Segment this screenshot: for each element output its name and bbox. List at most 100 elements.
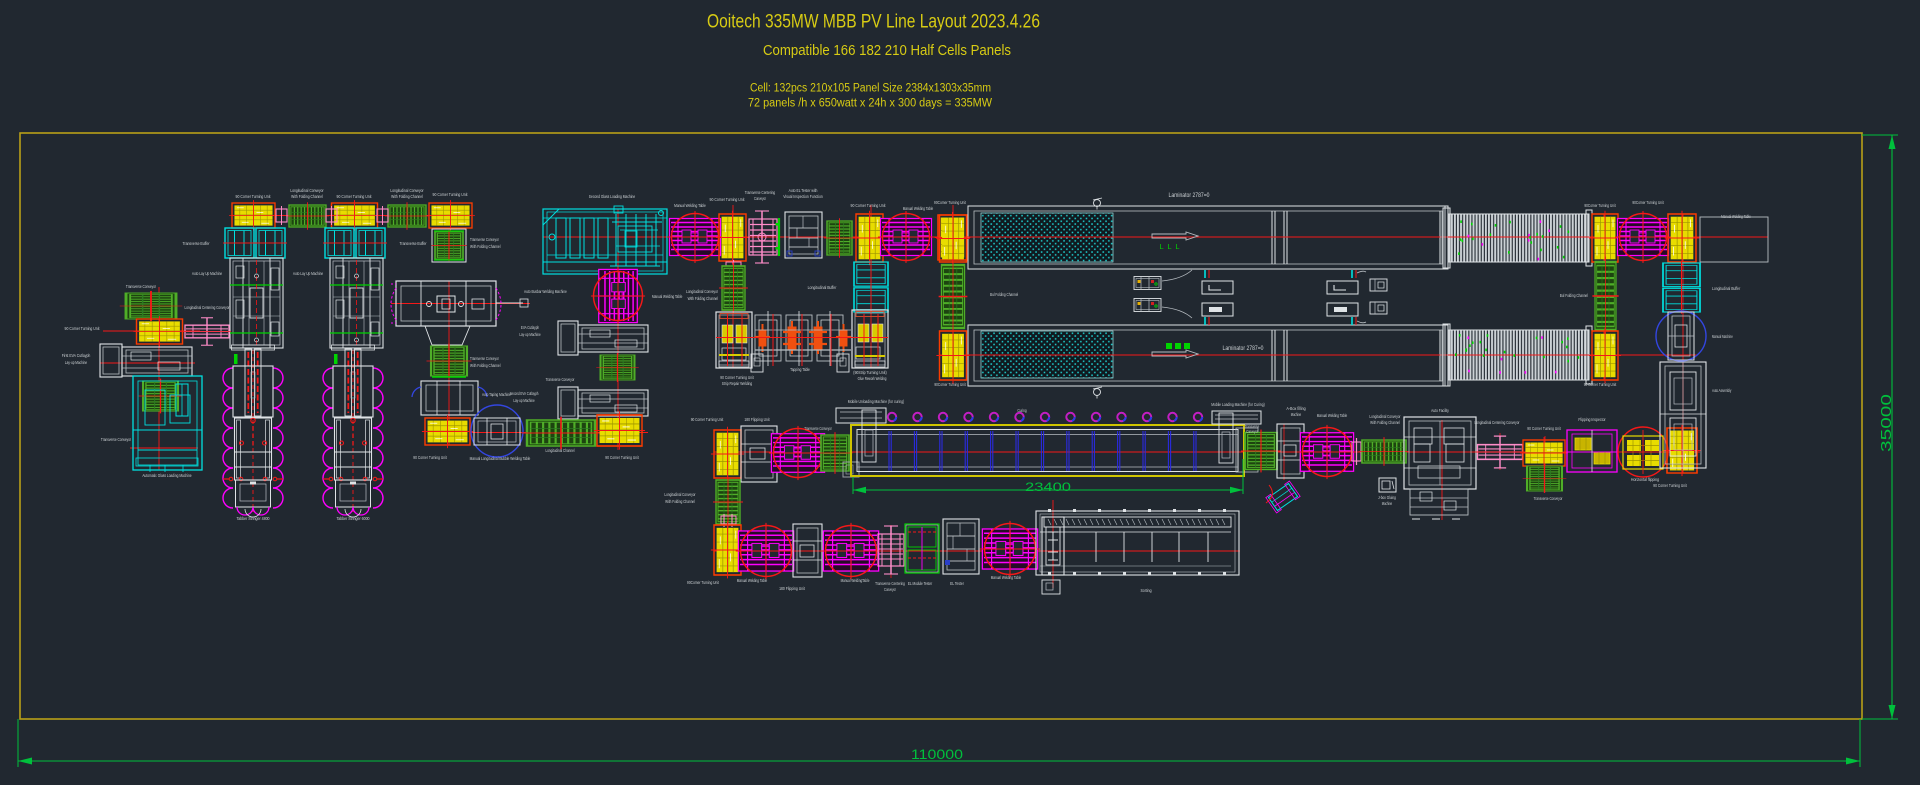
svg-text:Sorting: Sorting xyxy=(1140,588,1151,593)
svg-text:90 Corner Turning Unit: 90 Corner Turning Unit xyxy=(413,455,447,460)
svg-text:Second EVA Cutlayph: Second EVA Cutlayph xyxy=(510,391,539,396)
svg-text:90Corner Turning Unit: 90Corner Turning Unit xyxy=(1584,203,1616,208)
svg-text:Mobile Loading Machine (for C: Mobile Loading Machine (for Curing) xyxy=(1211,402,1265,407)
svg-text:Visual Inspection Function: Visual Inspection Function xyxy=(783,194,823,199)
svg-text:With Folding Channel: With Folding Channel xyxy=(688,296,718,301)
svg-text:90 Corner Turning Unit: 90 Corner Turning Unit xyxy=(605,455,639,460)
svg-text:With Folding Channel: With Folding Channel xyxy=(391,194,423,199)
svg-text:35000: 35000 xyxy=(1879,394,1895,452)
svg-text:Conveyor: Conveyor xyxy=(1246,429,1258,434)
svg-text:L L L: L L L xyxy=(1159,242,1180,251)
svg-text:72 panels /h x 650watt x: 72 panels /h x 650watt x 24h x 300 days … xyxy=(748,98,992,110)
svg-text:90Corner Turning Unit: 90Corner Turning Unit xyxy=(687,580,719,585)
svg-text:Manual Welding Table: Manual Welding Table xyxy=(903,206,934,211)
svg-text:Strip Repair Welding: Strip Repair Welding xyxy=(722,381,753,386)
svg-text:Auto Busbar Welding Machine: Auto Busbar Welding Machine xyxy=(524,289,567,294)
svg-text:Longitudinal Buffer: Longitudinal Buffer xyxy=(1712,286,1741,291)
svg-text:Tabber Stringer 6000: Tabber Stringer 6000 xyxy=(336,516,369,522)
svg-text:Transverse Conveyor: Transverse Conveyor xyxy=(470,237,499,242)
svg-text:Longitudinal Conveyor: Longitudinal Conveyor xyxy=(664,492,696,497)
svg-text:Conveyor: Conveyor xyxy=(754,196,766,201)
svg-text:With Folding Channel: With Folding Channel xyxy=(291,194,323,199)
svg-text:Manual Welding Table: Manual Welding Table xyxy=(737,578,768,583)
svg-text:EL Tester: EL Tester xyxy=(950,581,964,586)
svg-text:Glue Rework Welding: Glue Rework Welding xyxy=(858,376,887,381)
svg-text:Auto Taping Machine: Auto Taping Machine xyxy=(482,392,511,397)
svg-text:Longitudinal Centering Conveyo: Longitudinal Centering Conveyor xyxy=(1475,420,1520,425)
svg-text:Auto Facility: Auto Facility xyxy=(1431,408,1449,413)
svg-text:Mobile Unloading Machine (for: Mobile Unloading Machine (for curing) xyxy=(848,399,905,404)
svg-text:Transverse Conveyor: Transverse Conveyor xyxy=(804,426,832,431)
svg-text:Conveyor: Conveyor xyxy=(884,587,896,592)
svg-text:Auto Assembly: Auto Assembly xyxy=(1712,388,1732,393)
svg-text:90 Corner Turning Unit: 90 Corner Turning Unit xyxy=(236,194,271,199)
svg-text:Manual Welding Table: Manual Welding Table xyxy=(674,203,706,208)
svg-text:Tapping Table: Tapping Table xyxy=(790,367,810,372)
svg-text:Transverse Buffer: Transverse Buffer xyxy=(183,241,210,246)
svg-text:Machine: Machine xyxy=(1291,412,1302,417)
svg-text:Lay-up Machine: Lay-up Machine xyxy=(519,332,541,337)
svg-text:Laminator 2787=0: Laminator 2787=0 xyxy=(1169,193,1211,199)
svg-text:Longitudinal Channel: Longitudinal Channel xyxy=(546,448,575,453)
svg-text:90 Corner Turning Unit: 90 Corner Turning Unit xyxy=(65,326,100,331)
svg-text:Transverse Conveyor: Transverse Conveyor xyxy=(546,377,575,382)
svg-text:Tabber Stringer 4800: Tabber Stringer 4800 xyxy=(236,516,269,522)
svg-text:Transverse Centering: Transverse Centering xyxy=(745,190,776,195)
svg-text:90 Corner Turning Unit: 90 Corner Turning Unit xyxy=(851,203,886,208)
svg-text:EVA Cutlayph: EVA Cutlayph xyxy=(521,325,540,330)
svg-text:Transverse Buffer: Transverse Buffer xyxy=(400,241,427,246)
svg-text:Transverse Centering: Transverse Centering xyxy=(875,581,905,586)
svg-text:With Folding Channel: With Folding Channel xyxy=(665,499,695,504)
svg-text:90 Corner Turning Unit: 90 Corner Turning Unit xyxy=(1653,483,1687,488)
svg-text:Longitudinal Conveyor: Longitudinal Conveyor xyxy=(1369,414,1401,419)
svg-text:90 Corner Turning Unit: 90 Corner Turning Unit xyxy=(691,417,724,422)
svg-text:Second Glass Loading Machine: Second Glass Loading Machine xyxy=(589,194,636,200)
svg-text:Longitudinal Conveyor: Longitudinal Conveyor xyxy=(290,188,324,193)
svg-text:90 Corner Turning Unit: 90 Corner Turning Unit xyxy=(1584,382,1617,387)
svg-text:With Folding Channel: With Folding Channel xyxy=(470,244,500,249)
svg-text:First EVA Cutlayph: First EVA Cutlayph xyxy=(62,353,91,358)
svg-text:(90Strip Turning Unit): (90Strip Turning Unit) xyxy=(853,370,887,375)
svg-text:Bul Folding Channel: Bul Folding Channel xyxy=(1560,293,1588,298)
svg-text:90Corner Turning Unit: 90Corner Turning Unit xyxy=(934,200,966,205)
svg-text:Transverse Conveyor: Transverse Conveyor xyxy=(101,437,132,442)
svg-text:Manual Welding Table: Manual Welding Table xyxy=(991,575,1022,580)
svg-text:Transverse Conveyor: Transverse Conveyor xyxy=(126,284,157,289)
svg-text:Auto Lay Up Machine: Auto Lay Up Machine xyxy=(293,271,324,276)
svg-text:A-Box filling: A-Box filling xyxy=(1286,406,1306,411)
svg-text:Horizontal flipping: Horizontal flipping xyxy=(1631,477,1660,482)
svg-text:With Folding Channel: With Folding Channel xyxy=(470,363,500,368)
svg-text:J-box Gluing: J-box Gluing xyxy=(1378,495,1396,500)
svg-text:23400: 23400 xyxy=(1025,480,1071,494)
svg-text:Longitudinal Buffer: Longitudinal Buffer xyxy=(808,285,837,290)
svg-text:Ooitech 335MW MBB PV Line: Ooitech 335MW MBB PV Line Layout 2023.4.… xyxy=(707,12,1040,33)
svg-text:Longitudinal Centering Conveyo: Longitudinal Centering Conveyor xyxy=(185,305,230,310)
svg-text:Manual Machine: Manual Machine xyxy=(1712,334,1733,339)
svg-text:Machine: Machine xyxy=(1382,501,1393,506)
svg-text:With Folding Channel: With Folding Channel xyxy=(1370,420,1400,425)
svg-text:90 Corner Turning Unit: 90 Corner Turning Unit xyxy=(433,192,468,197)
svg-text:EL Module Tester: EL Module Tester xyxy=(908,581,933,586)
svg-text:180 Flipping Unit: 180 Flipping Unit xyxy=(744,417,770,422)
svg-text:Auto Lay Up Machine: Auto Lay Up Machine xyxy=(192,271,223,276)
svg-text:Manual Welding Table: Manual Welding Table xyxy=(1317,413,1348,418)
svg-text:90 Corner Turning Unit: 90 Corner Turning Unit xyxy=(710,197,745,202)
svg-text:Manual Welding Table: Manual Welding Table xyxy=(1721,214,1751,219)
svg-text:Manual Welding Table: Manual Welding Table xyxy=(652,294,683,299)
svg-text:Transverse Conveyor: Transverse Conveyor xyxy=(470,356,499,361)
svg-text:Laminator 2787=0: Laminator 2787=0 xyxy=(1223,346,1265,352)
svg-text:Automatic Glass Loading Machin: Automatic Glass Loading Machine xyxy=(142,473,192,478)
svg-text:90 Corner Turning Unit: 90 Corner Turning Unit xyxy=(1527,426,1561,431)
svg-text:90 Corner Turning Unit: 90 Corner Turning Unit xyxy=(337,194,372,199)
svg-text:Manual Longitudinal Bubble Wel: Manual Longitudinal Bubble Welding Table xyxy=(470,456,531,461)
svg-text:Transverse: Transverse xyxy=(1245,424,1260,429)
svg-text:Lay-up Machine: Lay-up Machine xyxy=(513,398,535,403)
svg-text:90 Corner Turning Unit: 90 Corner Turning Unit xyxy=(720,375,754,380)
svg-text:Cell: 132pcs 210x105 Pa: Cell: 132pcs 210x105 Panel Size 2384x130… xyxy=(750,83,991,95)
svg-text:Longitudinal Conveyor: Longitudinal Conveyor xyxy=(686,289,718,294)
svg-text:Manual WeldingTable: Manual WeldingTable xyxy=(841,578,870,583)
svg-text:Bul Folding Channel: Bul Folding Channel xyxy=(990,292,1018,297)
svg-text:Auto EL Tester with: Auto EL Tester with xyxy=(789,188,818,193)
svg-text:180 Flipping Unit: 180 Flipping Unit xyxy=(779,586,805,591)
svg-text:Transverse Conveyor: Transverse Conveyor xyxy=(1534,496,1563,501)
